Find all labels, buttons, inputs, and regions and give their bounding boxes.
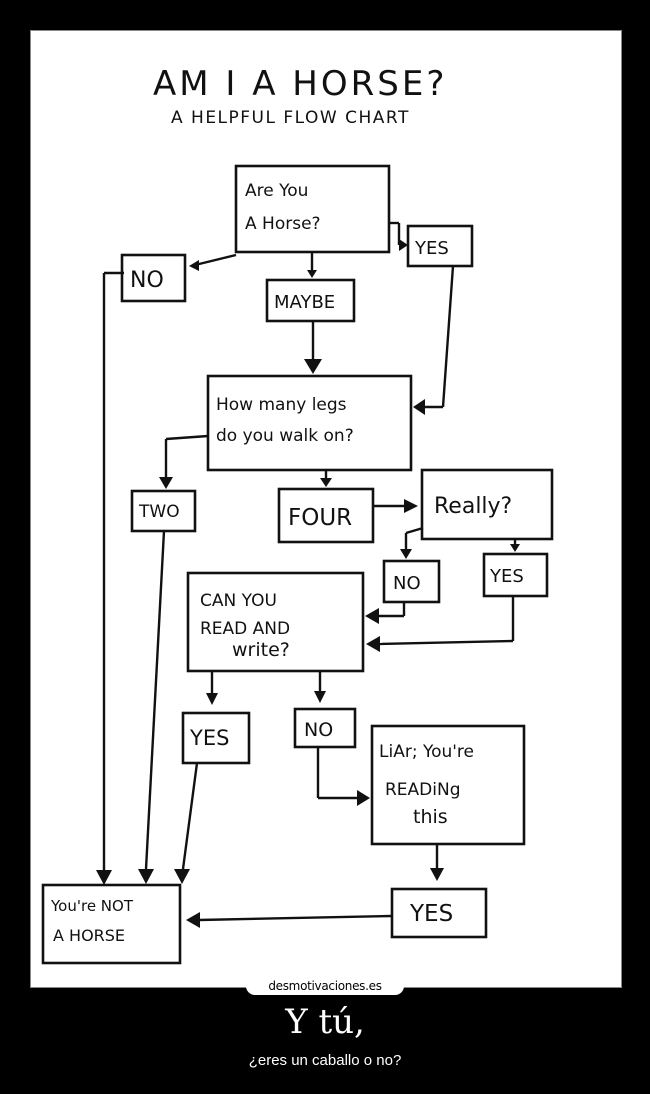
node-label-line: A Horse? — [245, 214, 321, 234]
watermark-link[interactable]: desmotivaciones.es — [246, 977, 404, 995]
flowchart: AM I A HORSE? A HELPFUL FLOW CHART Are Y… — [41, 64, 554, 965]
node-maybe: MAYBE — [265, 278, 356, 323]
node-label-line: do you walk on? — [216, 426, 354, 446]
node-label: YES — [414, 238, 449, 259]
node-label-line: write? — [232, 639, 290, 661]
node-label: Really? — [434, 494, 512, 519]
chart-title: AM I A HORSE? — [153, 64, 447, 104]
node-label-line: this — [413, 806, 448, 828]
node-no-3: NO — [293, 707, 357, 749]
node-really: Really? — [420, 468, 554, 541]
node-yes-2: YES — [482, 552, 549, 598]
node-label: YES — [409, 901, 453, 927]
node-yes-1: YES — [406, 224, 474, 268]
node-no-2: NO — [382, 559, 441, 604]
flowchart-poster: AM I A HORSE? A HELPFUL FLOW CHART Are Y… — [31, 31, 621, 987]
node-label-line: READiNg — [385, 780, 461, 800]
node-label: TWO — [138, 502, 180, 522]
node-label: FOUR — [288, 505, 352, 531]
node-label: MAYBE — [274, 292, 335, 313]
node-are-you-a-horse: Are You A Horse? — [234, 164, 391, 254]
node-two: TWO — [130, 489, 197, 533]
node-no-1: NO — [120, 253, 187, 303]
node-liar: LiAr; You're READiNg this — [370, 724, 526, 846]
chart-subtitle: A HELPFUL FLOW CHART — [171, 108, 410, 128]
caption-title: Y tú, — [285, 1002, 365, 1042]
node-yes-3: YES — [181, 711, 251, 765]
node-label-line: Are You — [245, 181, 308, 201]
node-label-line: CAN YOU — [200, 591, 277, 611]
node-label-line: A HORSE — [53, 926, 125, 945]
node-label-line: LiAr; You're — [379, 742, 474, 762]
node-four: FOUR — [277, 487, 375, 544]
connectors — [96, 221, 520, 928]
node-how-many-legs: How many legs do you walk on? — [206, 374, 413, 472]
node-label-line: How many legs — [216, 395, 347, 415]
node-not-a-horse: You're NOT A HORSE — [41, 883, 182, 965]
node-label: NO — [130, 268, 164, 293]
node-label-line: You're NOT — [50, 897, 134, 915]
node-label: NO — [393, 573, 421, 594]
node-yes-4: YES — [390, 887, 488, 939]
node-label: YES — [489, 566, 524, 587]
caption-subtitle: ¿eres un caballo o no? — [248, 1052, 402, 1069]
node-label: YES — [189, 726, 229, 750]
node-label-line: READ AND — [200, 619, 290, 639]
node-can-you-read: CAN YOU READ AND write? — [186, 571, 365, 673]
node-label: NO — [304, 719, 333, 741]
